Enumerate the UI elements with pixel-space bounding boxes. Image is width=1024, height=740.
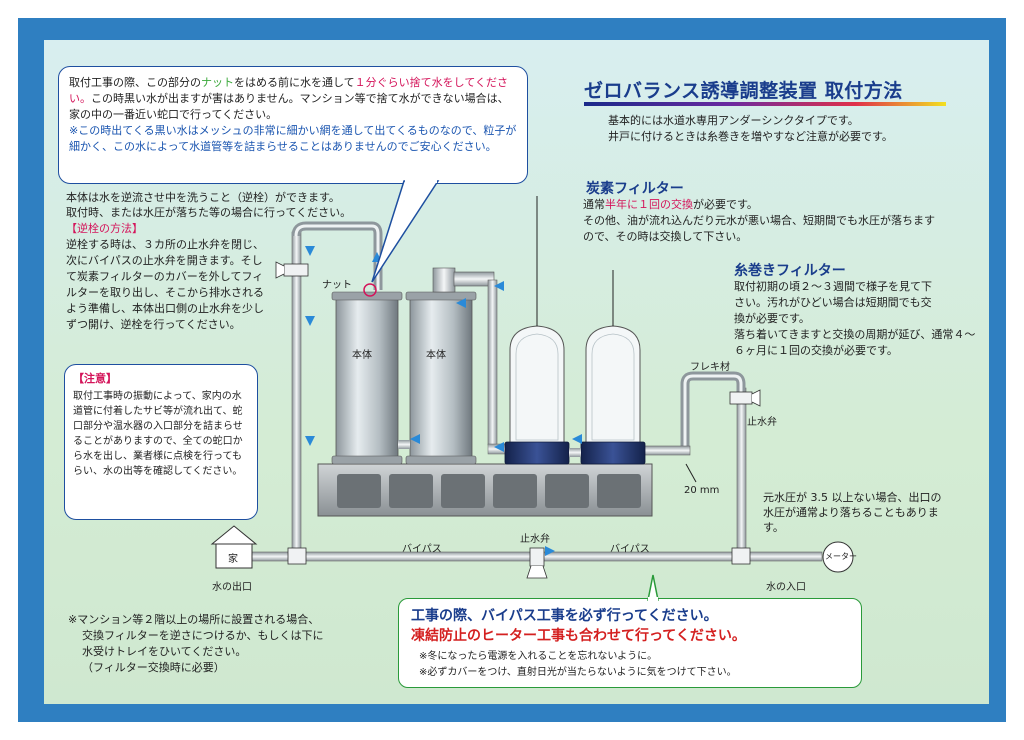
yarn-filter-body-1: 取付初期の頃２～３週間で様子を見て下さい。汚れがひどい場合は短期間でも交換が必要… — [734, 280, 932, 325]
meter-icon — [822, 541, 854, 573]
left-riser-pipe — [291, 221, 383, 557]
mansion-note-line-1: ※マンション等２階以上の場所に設置される場合、 — [68, 613, 320, 626]
caution-box: 【注意】 取付工事時の振動によって、家内の水道管に付着したサビ等が流れ出て、蛇口… — [64, 364, 258, 520]
carbon-filter-line-1: 通常半年に１回の交換が必要です。 — [583, 197, 758, 212]
caution-heading: 【注意】 — [73, 372, 117, 385]
nut-note-nut-word: ナット — [201, 76, 234, 89]
backwash-line-1: 本体は水を逆流させ中を洗うこと（逆栓）ができます。 — [66, 191, 340, 204]
main-body-tank-1 — [331, 291, 403, 465]
nut-note-callout: 取付工事の際、この部分のナットをはめる前に水を通して１分ぐらい捨て水をしてくださ… — [58, 66, 528, 184]
flexible-pipe-label: フレキ材 — [690, 362, 730, 373]
nut-note-part: 取付工事の際、この部分の — [69, 76, 201, 89]
nut-note-red: １分ぐらい捨て水をしてください。 — [69, 76, 509, 105]
mansion-note-line-2: 交換フィルターを逆さにつけるか、もしくは下に — [82, 629, 324, 642]
tee-joint-right — [731, 547, 751, 565]
leader-lines — [536, 196, 697, 483]
water-inlet-label: 水の入口 — [766, 582, 806, 593]
stop-valve-center-label: 止水弁 — [520, 534, 550, 545]
stop-valve-right-label: 止水弁 — [747, 417, 777, 428]
pipe-size-label: 20 mm — [684, 485, 720, 496]
backwash-heading: 【逆栓の方法】 — [66, 222, 143, 235]
intro-line-2: 井戸に付けるときは糸巻きを増やすなど注意が必要です。 — [608, 130, 893, 143]
mansion-note-line-4: （フィルター交換時に必要） — [82, 661, 225, 674]
warning-note-1: ※冬になったら電源を入れることを忘れないように。 — [419, 651, 658, 662]
carbon-red-text: 半年に１回の交換 — [605, 198, 693, 211]
intro-line-1: 基本的には水道水専用アンダーシンクタイプです。 — [608, 114, 859, 127]
caution-body: 取付工事時の振動によって、家内の水道管に付着したサビ等が流れ出て、蛇口部分や温水… — [73, 391, 243, 477]
nut-note-text: 取付工事の際、この部分のナットをはめる前に水を通して１分ぐらい捨て水をしてくださ… — [69, 75, 519, 155]
warning-note-2: ※必ずカバーをつけ、直射日光が当たらないように気をつけて下さい。 — [419, 667, 737, 678]
body-label-1: 本体 — [352, 350, 372, 361]
mansion-note-line-3: 水受けトレイをひいてください。 — [82, 645, 247, 658]
meter-label: メーター — [825, 552, 857, 561]
house-label: 家 — [228, 554, 238, 565]
house-icon — [210, 525, 258, 569]
valve-center — [526, 547, 548, 579]
nut-note-remark: ※この時出てくる黒い水はメッシュの非常に細かい網を通して出てくるものなので、粒子… — [69, 124, 517, 153]
yarn-filter-body-2: 落ち着いてきますと交換の周期が延び、通常４～６ヶ月に１回の交換が必要です。 — [734, 328, 976, 357]
backwash-line-2: 取付時、または水圧が落ちた等の場合に行ってください。 — [66, 206, 352, 219]
bypass-left-label: バイパス — [402, 544, 442, 555]
page-title: ゼロバランス誘導調整装置 取付方法 — [584, 80, 903, 102]
valve-left-top — [275, 261, 309, 279]
carbon-text: が必要です。 — [693, 198, 758, 211]
backwash-body: 逆栓する時は、３カ所の止水弁を閉じ、次にバイパスの止水弁を開きます。そして炭素フ… — [66, 238, 264, 331]
nut-marker — [363, 283, 377, 297]
valve-right — [729, 389, 761, 407]
carbon-filter-body: その他、油が流れ込んだり元水が悪い場合、短期間でも水圧が落ちますので、その時は交… — [583, 214, 935, 243]
yarn-filter-housing — [569, 325, 646, 465]
warning-box: 工事の際、バイパス工事を必ず行ってください。 凍結防止のヒーター工事も合わせて行… — [398, 598, 862, 688]
nut-note-part: をはめる前に水を通して — [234, 76, 355, 89]
water-outlet-label: 水の出口 — [212, 582, 252, 593]
title-underline — [584, 102, 946, 106]
nut-note-part: この時黒い水が出ますが害はありません。マンション等で捨て水ができない場合は、家の… — [69, 92, 509, 121]
pressure-note: 元水圧が 3.5 以上ない場合、出口の水圧が通常より落ちることもあります。 — [763, 491, 942, 534]
carbon-filter-housing — [504, 325, 570, 465]
warning-line-2: 凍結防止のヒーター工事も合わせて行ってください。 — [411, 628, 746, 644]
nut-label: ナット — [322, 280, 352, 291]
carbon-text: 通常 — [583, 198, 605, 211]
yarn-filter-heading: 糸巻きフィルター — [734, 263, 846, 279]
bypass-right-label: バイパス — [610, 544, 650, 555]
block-base — [317, 463, 653, 517]
warning-line-1: 工事の際、バイパス工事を必ず行ってください。 — [411, 608, 718, 624]
carbon-filter-heading: 炭素フィルター — [586, 181, 684, 197]
tee-joint-left — [287, 547, 307, 565]
body-label-2: 本体 — [426, 350, 446, 361]
